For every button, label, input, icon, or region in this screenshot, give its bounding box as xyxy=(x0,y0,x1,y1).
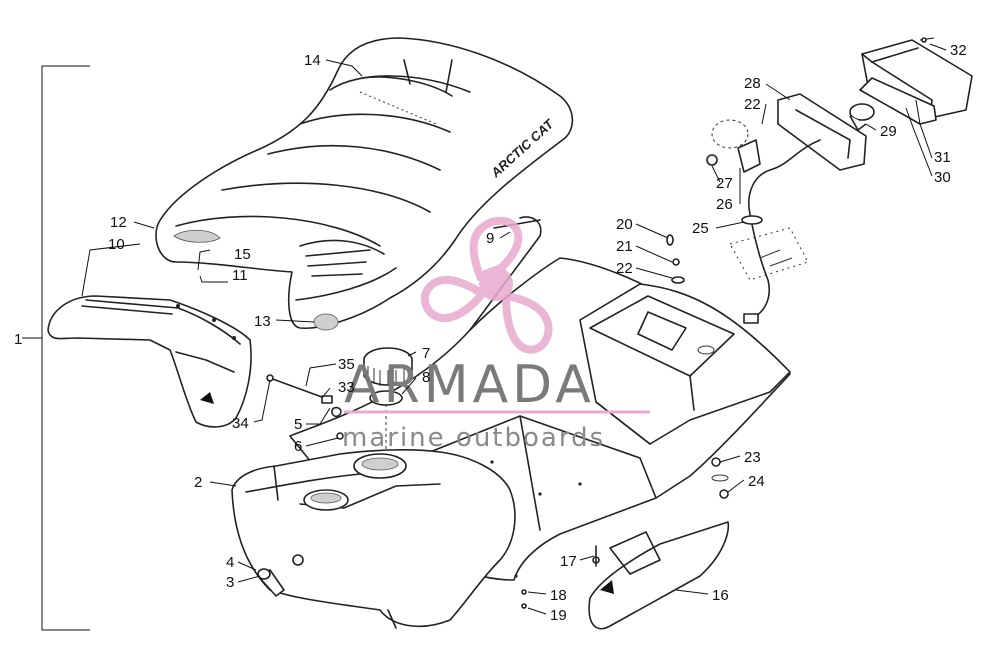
callout-23: 23 xyxy=(744,449,761,466)
bulb[interactable] xyxy=(849,103,875,131)
callout-18: 18 xyxy=(550,587,567,604)
callout-32: 32 xyxy=(950,42,967,59)
callout-25: 25 xyxy=(692,220,709,237)
callout-29: 29 xyxy=(880,123,897,140)
hardware-23-24[interactable] xyxy=(711,457,729,499)
assembly-bracket xyxy=(22,65,90,631)
callout-8: 8 xyxy=(422,369,430,386)
callout-27: 27 xyxy=(716,175,733,192)
callout-28: 28 xyxy=(744,75,761,92)
callout-20: 20 xyxy=(616,216,633,233)
callout-21: 21 xyxy=(616,238,633,255)
callout-16: 16 xyxy=(712,587,729,604)
callout-12: 12 xyxy=(110,214,127,231)
taillight-housing[interactable] xyxy=(859,39,973,125)
callout-19: 19 xyxy=(550,607,567,624)
callout-15: 15 xyxy=(234,246,251,263)
callout-5: 5 xyxy=(294,416,302,433)
callout-22a: 22 xyxy=(616,260,633,277)
callout-10: 10 xyxy=(108,236,125,253)
taillight-base[interactable] xyxy=(777,93,867,171)
watermark-logo xyxy=(420,216,553,354)
hardware-17-19[interactable] xyxy=(521,545,597,609)
side-panel[interactable] xyxy=(588,521,730,630)
callout-3: 3 xyxy=(226,574,234,591)
rear-flap[interactable] xyxy=(47,295,252,428)
leader-lines xyxy=(81,43,947,615)
callout-26: 26 xyxy=(716,196,733,213)
callout-1: 1 xyxy=(14,331,22,348)
callout-34: 34 xyxy=(232,415,249,432)
callout-22b: 22 xyxy=(744,96,761,113)
vent-line[interactable] xyxy=(266,374,344,440)
callout-9: 9 xyxy=(486,230,494,247)
wiring-harness[interactable] xyxy=(706,119,821,324)
callout-33: 33 xyxy=(338,379,355,396)
callout-6: 6 xyxy=(294,438,302,455)
callout-17: 17 xyxy=(560,553,577,570)
fuel-tank[interactable] xyxy=(231,449,516,629)
rear-housing[interactable] xyxy=(579,283,791,445)
fuel-fitting[interactable] xyxy=(257,568,285,597)
watermark-subtitle: marine outboards xyxy=(342,423,605,453)
callouts: 1 2 3 4 5 6 7 8 9 10 11 12 13 14 15 16 1… xyxy=(14,42,967,624)
callout-11: 11 xyxy=(232,267,248,284)
seat[interactable] xyxy=(155,37,574,329)
callout-31: 31 xyxy=(934,149,951,166)
fuel-cap[interactable] xyxy=(363,347,413,386)
callout-24: 24 xyxy=(748,473,765,490)
callout-7: 7 xyxy=(422,345,430,362)
callout-2: 2 xyxy=(194,474,202,491)
callout-13: 13 xyxy=(254,313,271,330)
hardware-20-22[interactable] xyxy=(666,234,685,284)
seat-pad[interactable] xyxy=(313,313,339,331)
callout-30: 30 xyxy=(934,169,951,186)
callout-35: 35 xyxy=(338,356,355,373)
watermark-title: ARMADA xyxy=(344,355,595,415)
callout-14: 14 xyxy=(304,52,321,69)
callout-4: 4 xyxy=(226,554,234,571)
